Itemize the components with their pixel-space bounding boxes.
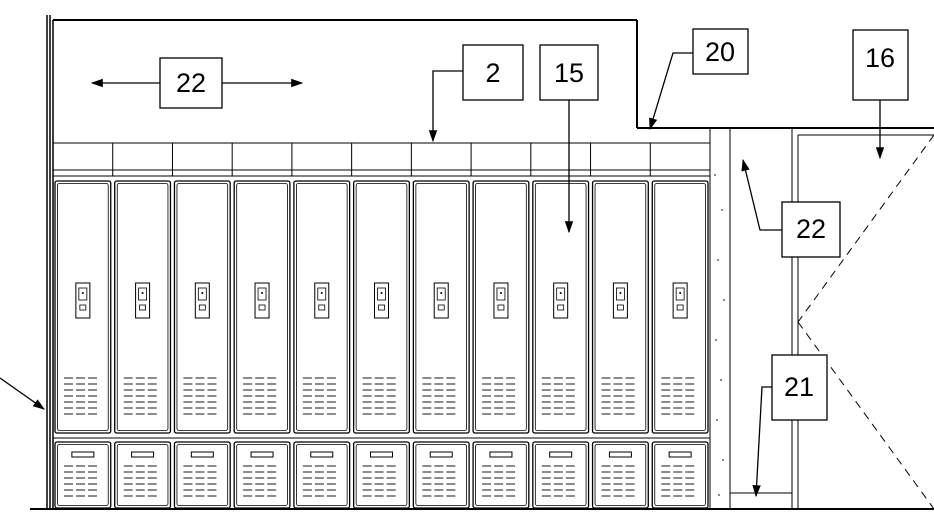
callout-16: 16 xyxy=(852,29,909,160)
lower-locker-door xyxy=(651,441,709,509)
vent-slots xyxy=(601,465,635,497)
vent-slots xyxy=(362,465,396,497)
vent-slots xyxy=(183,465,217,497)
door-swing-lines xyxy=(797,134,934,510)
locker-latch-icon xyxy=(314,282,330,319)
vent-slots xyxy=(541,377,575,415)
locker-latch-icon xyxy=(374,282,389,319)
lower-locker-door xyxy=(173,441,231,509)
vent-slots xyxy=(302,377,336,415)
vent-slots xyxy=(422,377,456,415)
vent-slots xyxy=(661,377,695,415)
locker-latch-icon xyxy=(433,282,449,319)
upper-locker-door xyxy=(173,180,231,434)
lower-locker-door xyxy=(412,441,470,509)
vent-slots xyxy=(123,465,157,497)
callout-2-label: 2 xyxy=(485,58,500,88)
upper-locker-door xyxy=(352,180,411,434)
vent-slots xyxy=(183,377,217,415)
lower-locker-door xyxy=(352,441,411,509)
lower-locker-door xyxy=(472,441,530,509)
vent-slots xyxy=(302,465,336,497)
upper-locker-door xyxy=(591,180,649,434)
upper-locker-door xyxy=(412,180,470,434)
callout-15: 15 xyxy=(539,44,599,234)
callout-22-top-label: 22 xyxy=(176,68,206,98)
lower-locker-door xyxy=(114,441,172,509)
vent-slots xyxy=(362,377,396,415)
callout-20: 20 xyxy=(649,28,749,131)
locker-latch-icon xyxy=(75,282,91,319)
upper-locker-door xyxy=(233,180,291,434)
locker-latch-icon xyxy=(612,282,628,319)
upper-locker-doors xyxy=(54,143,709,434)
callout-22-top: 22 xyxy=(90,57,304,109)
locker-latch-icon xyxy=(672,282,688,319)
vent-slots xyxy=(661,465,695,497)
lower-locker-door xyxy=(54,441,112,509)
callout-22-right: 22 xyxy=(741,158,841,258)
locker-latch-icon xyxy=(553,282,569,319)
lower-locker-doors xyxy=(53,437,710,509)
callout-22-right-label: 22 xyxy=(796,214,826,244)
side-panel-texture xyxy=(714,174,725,496)
locker-latch-icon xyxy=(135,282,151,319)
vent-slots xyxy=(123,377,157,415)
callout-16-label: 16 xyxy=(865,43,895,73)
locker-top-trim xyxy=(53,142,710,177)
vent-slots xyxy=(422,465,456,497)
callout-21-label: 21 xyxy=(784,372,814,402)
callout-2: 2 xyxy=(428,44,524,143)
locker-latch-icon xyxy=(254,282,270,319)
vent-slots xyxy=(601,377,635,415)
wall-outline xyxy=(30,15,934,510)
vent-slots xyxy=(541,465,575,497)
lower-locker-door xyxy=(532,441,590,509)
vent-slots xyxy=(482,465,516,497)
upper-locker-door xyxy=(114,180,172,434)
locker-latch-icon xyxy=(493,282,509,319)
locker-latch-icon xyxy=(194,282,210,319)
callout-21: 21 xyxy=(752,354,828,498)
vent-slots xyxy=(482,377,516,415)
upper-locker-door xyxy=(54,180,112,434)
lower-locker-door xyxy=(293,441,351,509)
callout-20-label: 20 xyxy=(705,37,735,67)
vent-slots xyxy=(64,377,97,415)
left-edge-leader xyxy=(0,377,45,410)
vent-slots xyxy=(243,465,277,497)
upper-locker-door xyxy=(651,180,709,434)
lower-locker-door xyxy=(233,441,291,509)
lower-locker-door xyxy=(591,441,649,509)
upper-locker-door xyxy=(293,180,351,434)
end-panel xyxy=(709,128,934,509)
vent-slots xyxy=(64,465,97,497)
vent-slots xyxy=(243,377,277,415)
upper-locker-door xyxy=(472,180,530,434)
upper-locker-door xyxy=(532,180,590,434)
callout-15-label: 15 xyxy=(554,58,584,88)
